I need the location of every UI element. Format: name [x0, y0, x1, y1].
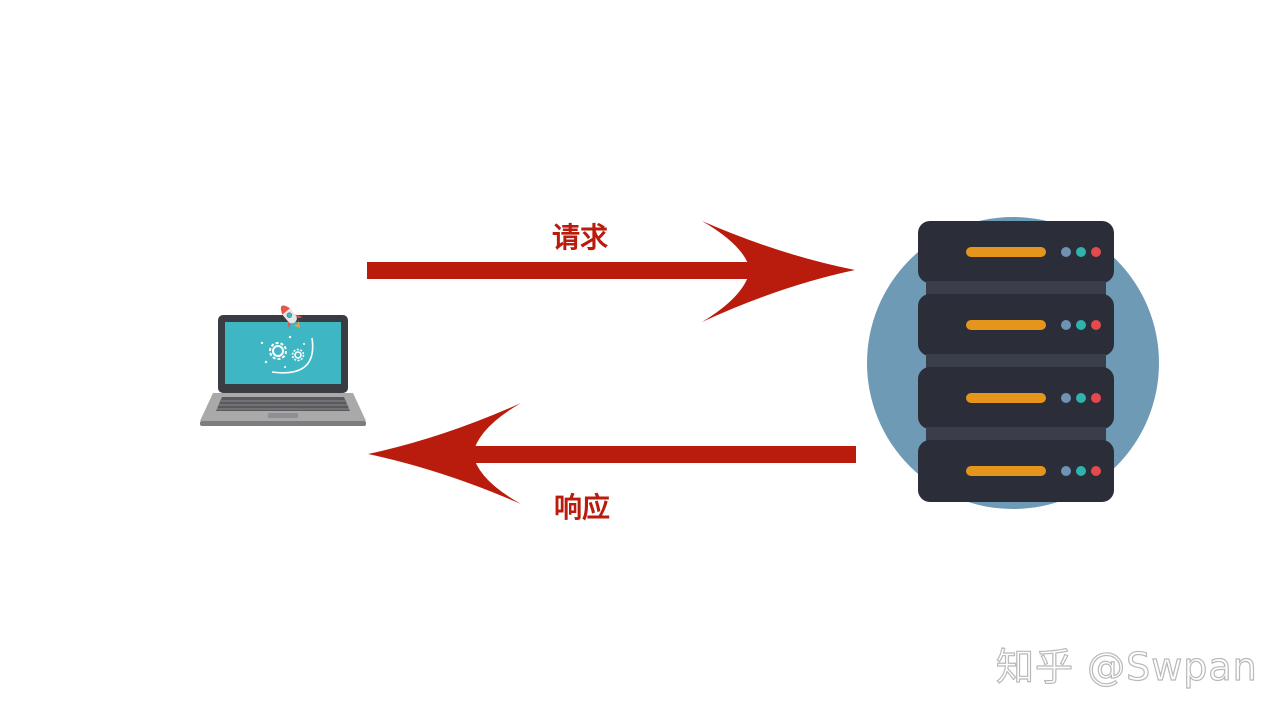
orbit-arc	[271, 337, 314, 374]
keyboard-keys	[217, 400, 349, 410]
server-unit	[918, 440, 1114, 502]
server-led-teal	[1076, 320, 1086, 330]
request-arrow-shaft	[367, 262, 767, 279]
laptop-icon	[200, 305, 366, 426]
server-units	[918, 221, 1114, 502]
small-gear-icon	[291, 348, 305, 362]
laptop-keyboard	[216, 397, 350, 411]
server-led-blue	[1061, 466, 1071, 476]
server-unit	[918, 294, 1114, 356]
server-rack-icon	[867, 217, 1159, 509]
server-status-bar	[966, 247, 1046, 257]
response-arrow-shaft	[470, 446, 856, 463]
server-led-red	[1091, 393, 1101, 403]
response-label: 响应	[554, 491, 611, 524]
server-led-red	[1091, 320, 1101, 330]
server-led-blue	[1061, 247, 1071, 257]
server-unit-connector	[926, 354, 1106, 369]
gear-icon	[269, 342, 287, 360]
server-led-teal	[1076, 466, 1086, 476]
server-unit-connector	[926, 427, 1106, 442]
request-arrow-head	[702, 221, 855, 322]
server-unit	[918, 221, 1114, 283]
server-status-bar	[966, 393, 1046, 403]
server-led-blue	[1061, 393, 1071, 403]
watermark-text: 知乎 @Swpan	[995, 644, 1258, 689]
server-unit	[918, 367, 1114, 429]
response-arrow	[368, 403, 856, 504]
server-led-blue	[1061, 320, 1071, 330]
server-led-teal	[1076, 247, 1086, 257]
sparkle-dots	[260, 335, 305, 368]
server-led-teal	[1076, 393, 1086, 403]
request-label: 请求	[552, 221, 609, 254]
server-status-bar	[966, 320, 1046, 330]
server-led-red	[1091, 247, 1101, 257]
laptop-touchpad	[268, 413, 298, 418]
server-unit-connector	[926, 281, 1106, 296]
rocket-icon	[280, 305, 303, 329]
server-status-bar	[966, 466, 1046, 476]
request-arrow	[367, 221, 855, 322]
laptop-foot	[200, 421, 366, 426]
server-led-red	[1091, 466, 1101, 476]
response-arrow-head	[368, 403, 521, 504]
